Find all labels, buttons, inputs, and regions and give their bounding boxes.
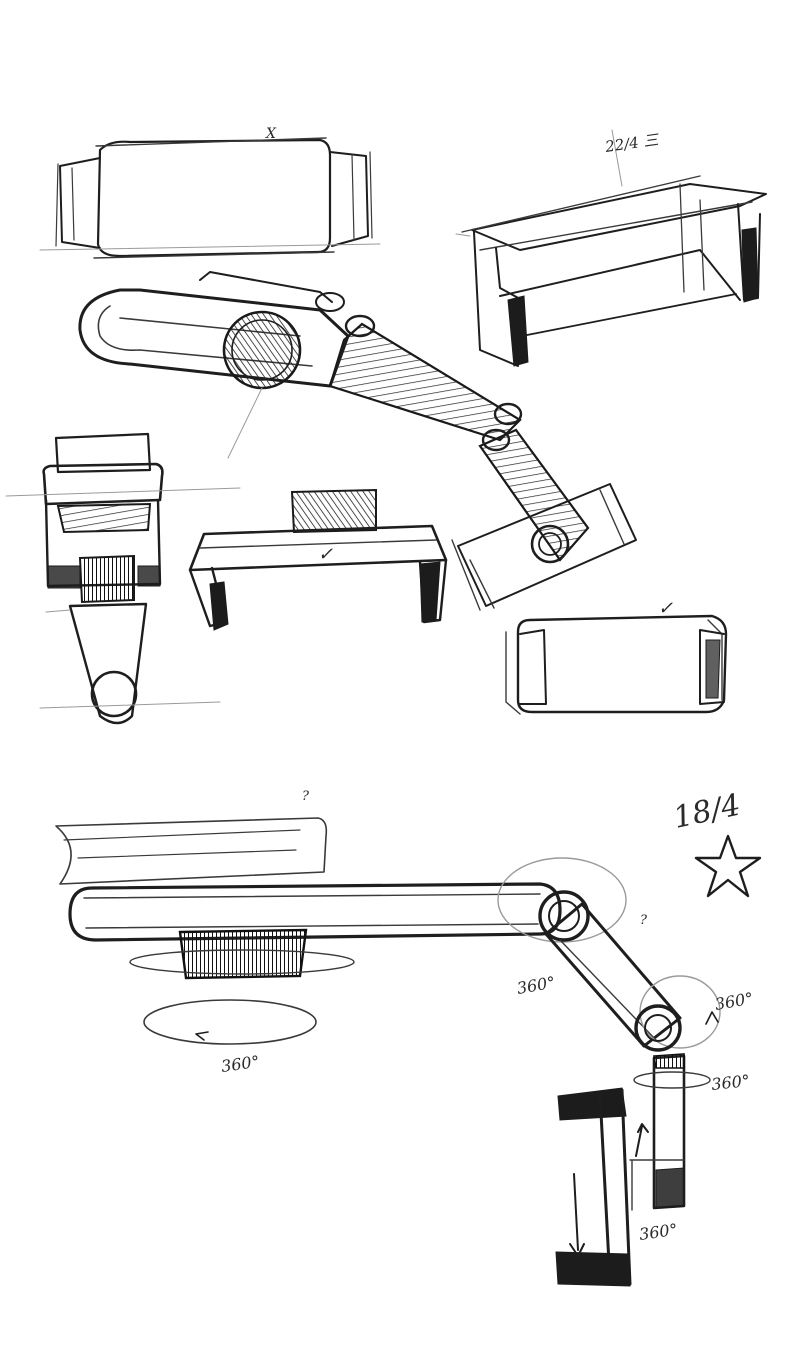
mount-side-view	[5, 432, 241, 725]
rotation-joint2-label: 360°	[713, 989, 754, 1014]
date-and-star: 18/4	[670, 788, 762, 898]
cradle-top-view: X	[39, 126, 381, 259]
mark-question-2: ?	[302, 789, 310, 804]
rotation-joint1-label: 360°	[515, 973, 556, 998]
check-mark-top: ✓	[658, 598, 673, 619]
mark-question-1: ?	[640, 913, 648, 928]
rotation-base-label: 360°	[220, 1052, 261, 1076]
arm-assembly-perspective	[78, 271, 637, 611]
rotation-wrist-label: 360°	[710, 1071, 750, 1094]
mark-x: X	[265, 126, 277, 142]
cradle-front-view: ✓	[188, 488, 448, 631]
cradle-top-view-2: ✓	[505, 598, 728, 715]
check-mark-front: ✓	[318, 544, 333, 565]
date-top: 22/4 三	[603, 131, 660, 157]
date-bottom: 18/4	[670, 788, 743, 836]
cradle-perspective: 22/4 三	[455, 129, 767, 367]
rotation-clamp-label: 360°	[638, 1220, 679, 1244]
star-icon	[694, 834, 762, 898]
arm-side-view-main: 360° 360° ? 360° 360° 360° ?	[55, 789, 755, 1287]
